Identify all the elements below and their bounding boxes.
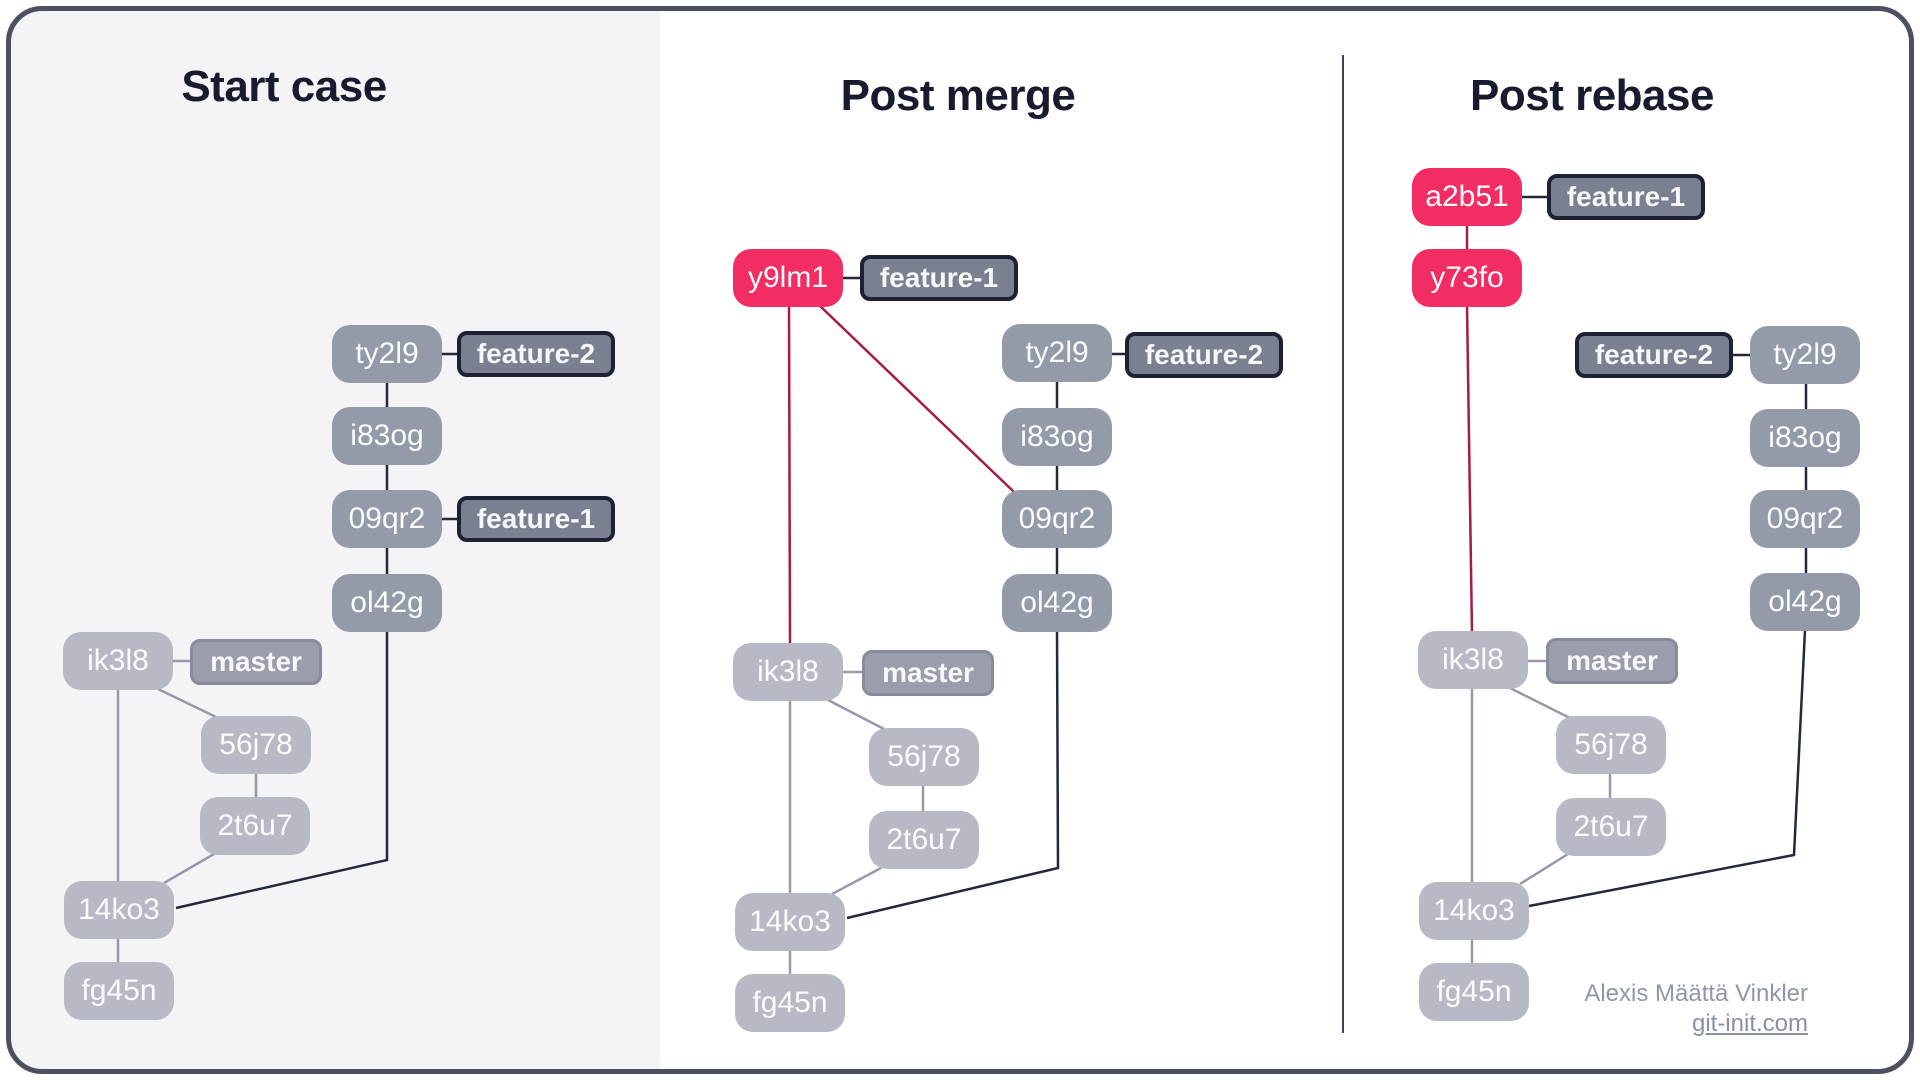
commit-node-09qr2: 09qr2: [1002, 490, 1112, 548]
branch-label-master: master: [190, 639, 322, 685]
branch-label-master: master: [1546, 638, 1678, 684]
commit-node-14ko3: 14ko3: [1419, 882, 1529, 940]
branch-label-feature-2: feature-2: [1125, 332, 1283, 378]
commit-node-y73fo: y73fo: [1412, 249, 1522, 307]
edge-rebase-ol42g-14ko3: [1528, 629, 1807, 908]
commit-node-14ko3: 14ko3: [735, 893, 845, 951]
edge-start-ik3l8-56j78: [157, 687, 217, 719]
post-rebase-title: Post rebase: [1470, 71, 1714, 120]
attribution-author: Alexis Määttä Vinkler: [1584, 980, 1808, 1007]
commit-node-56j78: 56j78: [1556, 716, 1666, 774]
attribution: Alexis Määttä Vinkler git-init.com: [1584, 979, 1808, 1039]
commit-node-09qr2: 09qr2: [332, 490, 442, 548]
commit-node-ty2l9: ty2l9: [1750, 326, 1860, 384]
post-merge-title: Post merge: [840, 71, 1076, 120]
commit-node-y9lm1: y9lm1: [733, 249, 843, 307]
commit-node-fg45n: fg45n: [64, 962, 174, 1020]
edge-start-2t6u7-14ko3: [163, 852, 215, 885]
commit-node-09qr2: 09qr2: [1750, 490, 1860, 548]
attribution-site-link[interactable]: git-init.com: [1691, 1010, 1808, 1037]
commit-node-2t6u7: 2t6u7: [1556, 798, 1666, 856]
edge-rebase-y73fo-ik3l8: [1465, 305, 1474, 634]
commit-node-2t6u7: 2t6u7: [200, 797, 310, 855]
commit-node-ol42g: ol42g: [1750, 573, 1860, 631]
edge-merge-2t6u7-14ko3: [831, 866, 882, 896]
edge-merge-y9lm1-ik3l8: [787, 305, 792, 645]
commit-node-fg45n: fg45n: [1419, 963, 1529, 1021]
commit-node-ol42g: ol42g: [332, 574, 442, 632]
commit-node-2t6u7: 2t6u7: [869, 811, 979, 869]
commit-node-ty2l9: ty2l9: [332, 325, 442, 383]
branch-label-feature-1: feature-1: [860, 255, 1018, 301]
branch-label-feature-2: feature-2: [1575, 332, 1733, 378]
commit-node-i83og: i83og: [1750, 409, 1860, 467]
commit-node-ik3l8: ik3l8: [63, 632, 173, 690]
commit-node-ik3l8: ik3l8: [733, 643, 843, 701]
commit-node-56j78: 56j78: [201, 716, 311, 774]
edge-merge-ol42g-14ko3: [846, 630, 1060, 920]
commit-node-fg45n: fg45n: [735, 974, 845, 1032]
edge-merge-ik3l8-56j78: [827, 698, 885, 731]
edge-start-ol42g-14ko3: [175, 631, 389, 910]
commit-node-56j78: 56j78: [869, 728, 979, 786]
branch-label-feature-2: feature-2: [457, 331, 615, 377]
edge-rebase-ik3l8-56j78: [1509, 686, 1571, 720]
commit-node-i83og: i83og: [1002, 408, 1112, 466]
edge-merge-y9lm1-09qr2: [818, 304, 1015, 493]
branch-label-feature-1: feature-1: [457, 496, 615, 542]
commit-node-i83og: i83og: [332, 407, 442, 465]
start-case-title: Start case: [181, 62, 387, 111]
commit-node-ty2l9: ty2l9: [1002, 324, 1112, 382]
branch-label-feature-1: feature-1: [1547, 174, 1705, 220]
commit-node-14ko3: 14ko3: [64, 881, 174, 939]
commit-node-ol42g: ol42g: [1002, 574, 1112, 632]
edge-rebase-2t6u7-14ko3: [1519, 852, 1569, 886]
commit-node-ik3l8: ik3l8: [1418, 631, 1528, 689]
commit-node-a2b51: a2b51: [1412, 168, 1522, 226]
branch-label-master: master: [862, 650, 994, 696]
